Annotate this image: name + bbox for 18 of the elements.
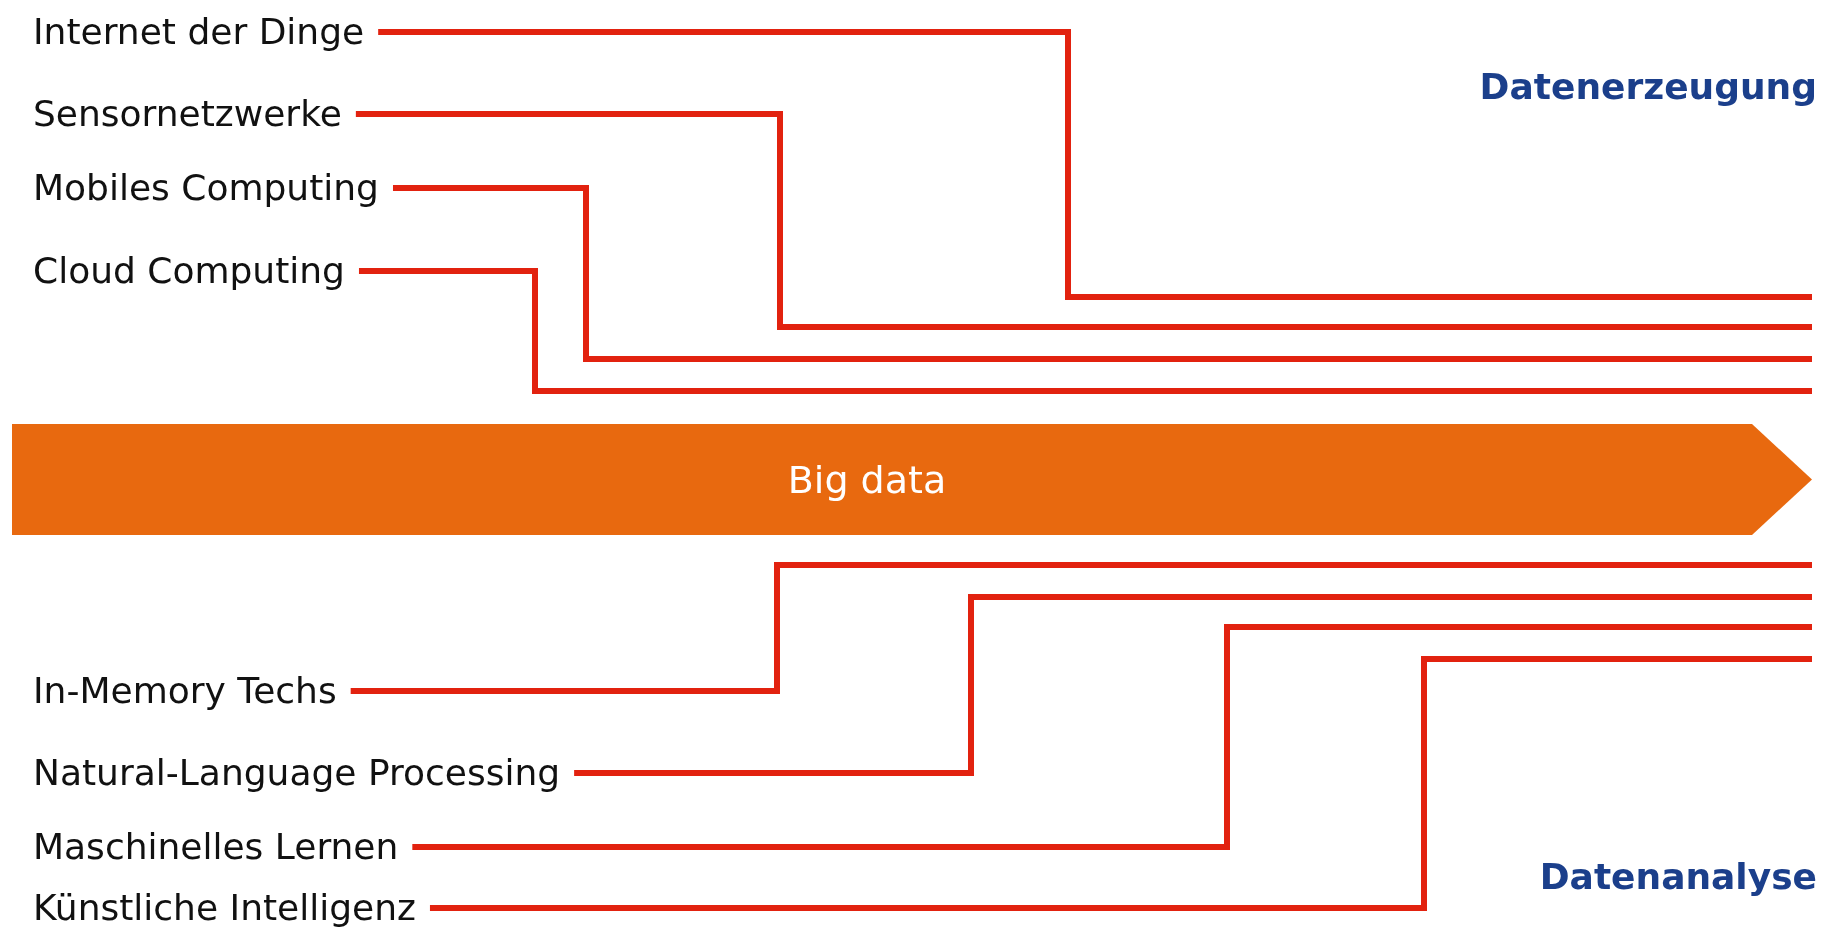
section-heading: Datenanalyse xyxy=(1539,855,1817,897)
connector-line xyxy=(378,29,1812,300)
technology-label: Maschinelles Lernen xyxy=(33,826,399,868)
technology-label: Internet der Dinge xyxy=(33,11,365,53)
technology-label: Natural-Language Processing xyxy=(33,752,561,794)
technology-label: Cloud Computing xyxy=(33,250,345,292)
technology-label: In-Memory Techs xyxy=(33,670,337,712)
connector-line xyxy=(412,624,1812,850)
technology-label: Sensornetzwerke xyxy=(33,93,342,135)
section-heading: Datenerzeugung xyxy=(1479,65,1817,107)
connector-line xyxy=(358,268,1812,394)
connector-line xyxy=(350,562,1812,694)
connector-line xyxy=(355,111,1812,330)
connector-line xyxy=(429,656,1812,911)
technology-label: Künstliche Intelligenz xyxy=(33,887,416,929)
arrow-label: Big data xyxy=(787,457,947,502)
connector-line xyxy=(574,594,1812,776)
technology-label: Mobiles Computing xyxy=(33,167,379,209)
